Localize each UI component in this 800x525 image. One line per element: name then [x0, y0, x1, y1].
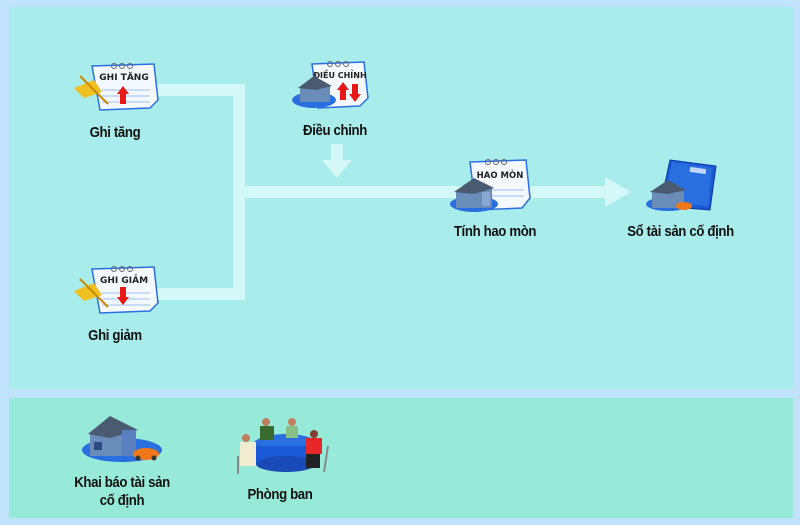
tinh-hao-mon-label: Tính hao mòn: [453, 223, 537, 240]
connector-vertical: [233, 84, 245, 300]
connector-main-horizontal: [245, 186, 610, 198]
document-increase-icon: GHI TĂNG: [74, 63, 159, 111]
document-adjust-icon: ĐIỀU CHỈNH: [292, 61, 369, 109]
khai-bao-label-line1: Khai báo tài sản: [74, 474, 170, 491]
connector-ghi-giam-horizontal: [155, 288, 245, 300]
house-car-icon: [82, 416, 162, 462]
depreciation-document-icon: HAO MÒN: [450, 159, 531, 212]
khai-bao-label-line2: cố định: [99, 492, 145, 509]
arrow-down-icon: [322, 144, 352, 178]
svg-text:HAO MÒN: HAO MÒN: [477, 169, 524, 181]
meeting-room-icon: [237, 418, 329, 474]
arrow-right-icon: [605, 177, 631, 207]
svg-text:GHI TĂNG: GHI TĂNG: [99, 71, 148, 83]
document-decrease-icon: GHI GIẢM: [74, 266, 159, 314]
khai-bao-label: Khai báo tài sản cố định: [69, 474, 175, 510]
asset-ledger-icon: [646, 159, 717, 211]
svg-text:ĐIỀU CHỈNH: ĐIỀU CHỈNH: [313, 68, 366, 80]
dieu-chinh-label: Điều chỉnh: [303, 122, 367, 139]
svg-text:GHI GIẢM: GHI GIẢM: [100, 274, 148, 286]
ghi-tang-label: Ghi tăng: [89, 124, 141, 141]
connector-ghi-tang-horizontal: [155, 84, 245, 96]
so-tai-san-label: Sổ tài sản cố định: [627, 223, 734, 240]
phong-ban-label: Phòng ban: [247, 486, 313, 503]
ghi-giam-label: Ghi giảm: [88, 327, 142, 344]
